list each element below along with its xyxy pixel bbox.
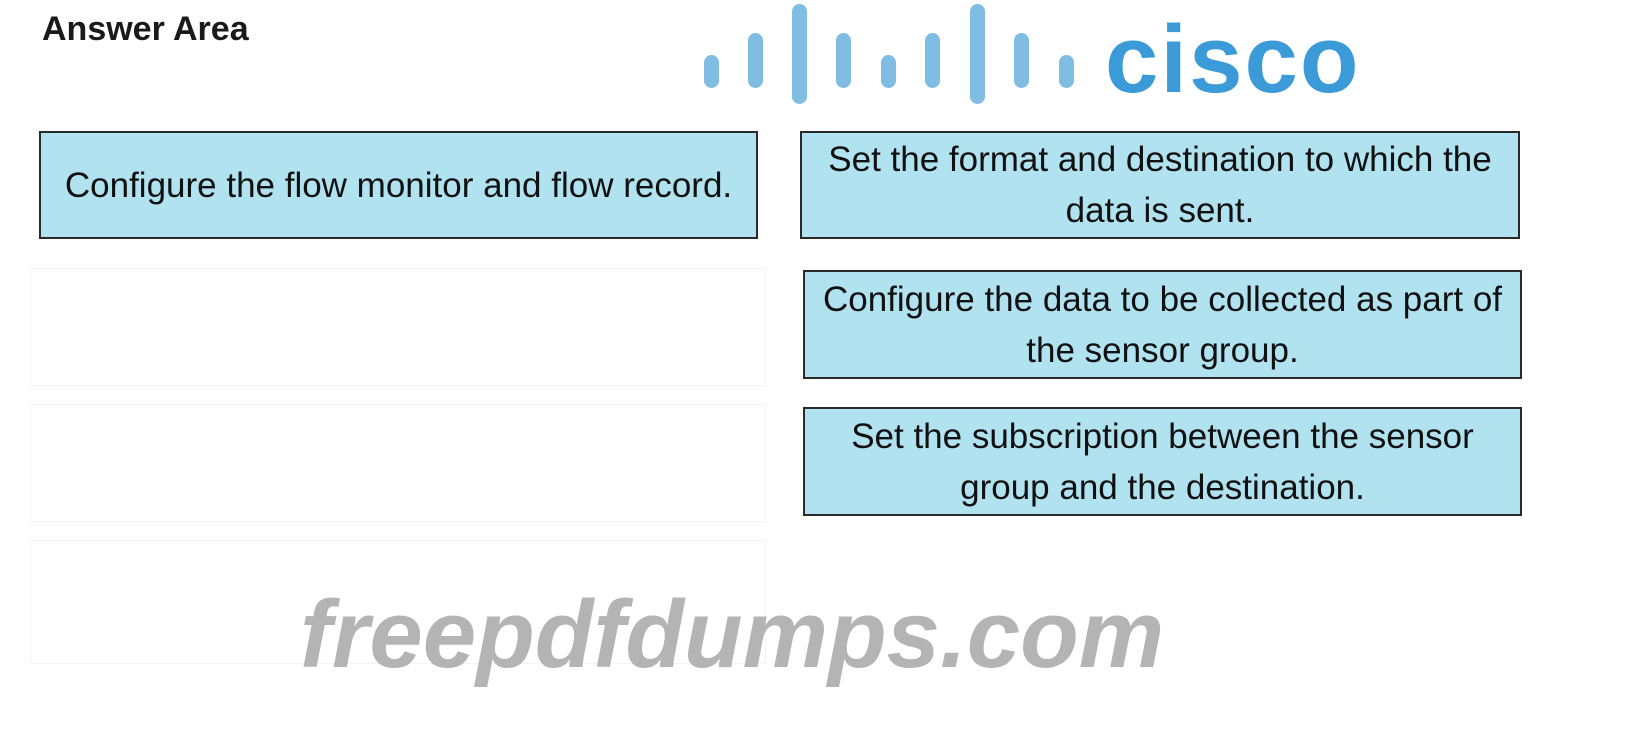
option-label: Set the subscription between the sensor … <box>851 416 1474 507</box>
cisco-logo-bar <box>881 55 896 88</box>
cisco-logo-bar <box>925 33 940 88</box>
cisco-logo-bar <box>748 33 763 88</box>
answer-slot-2[interactable] <box>30 268 766 386</box>
option-subscription[interactable]: Set the subscription between the sensor … <box>803 407 1522 516</box>
answer-area-title: Answer Area <box>42 10 249 48</box>
option-label: Configure the data to be collected as pa… <box>822 279 1503 370</box>
answer-slot-1-label: Configure the flow monitor and flow reco… <box>64 165 733 205</box>
cisco-logo-bar <box>704 55 719 88</box>
cisco-logo-text: cisco <box>1105 6 1361 113</box>
option-label: Set the format and destination to which … <box>828 140 1492 230</box>
site-watermark: freepdfdumps.com <box>300 581 1165 688</box>
cisco-logo-bar <box>836 33 851 88</box>
option-sensor-group[interactable]: Configure the data to be collected as pa… <box>803 270 1522 379</box>
cisco-logo-bar <box>1059 55 1074 88</box>
answer-slot-1[interactable]: Configure the flow monitor and flow reco… <box>39 131 758 239</box>
cisco-logo-bar <box>792 4 807 104</box>
cisco-logo-bar <box>1014 33 1029 88</box>
answer-slot-3[interactable] <box>30 404 766 522</box>
answer-slot-4[interactable] <box>30 540 766 664</box>
option-format-destination[interactable]: Set the format and destination to which … <box>800 131 1520 239</box>
cisco-logo-bar <box>970 4 985 104</box>
